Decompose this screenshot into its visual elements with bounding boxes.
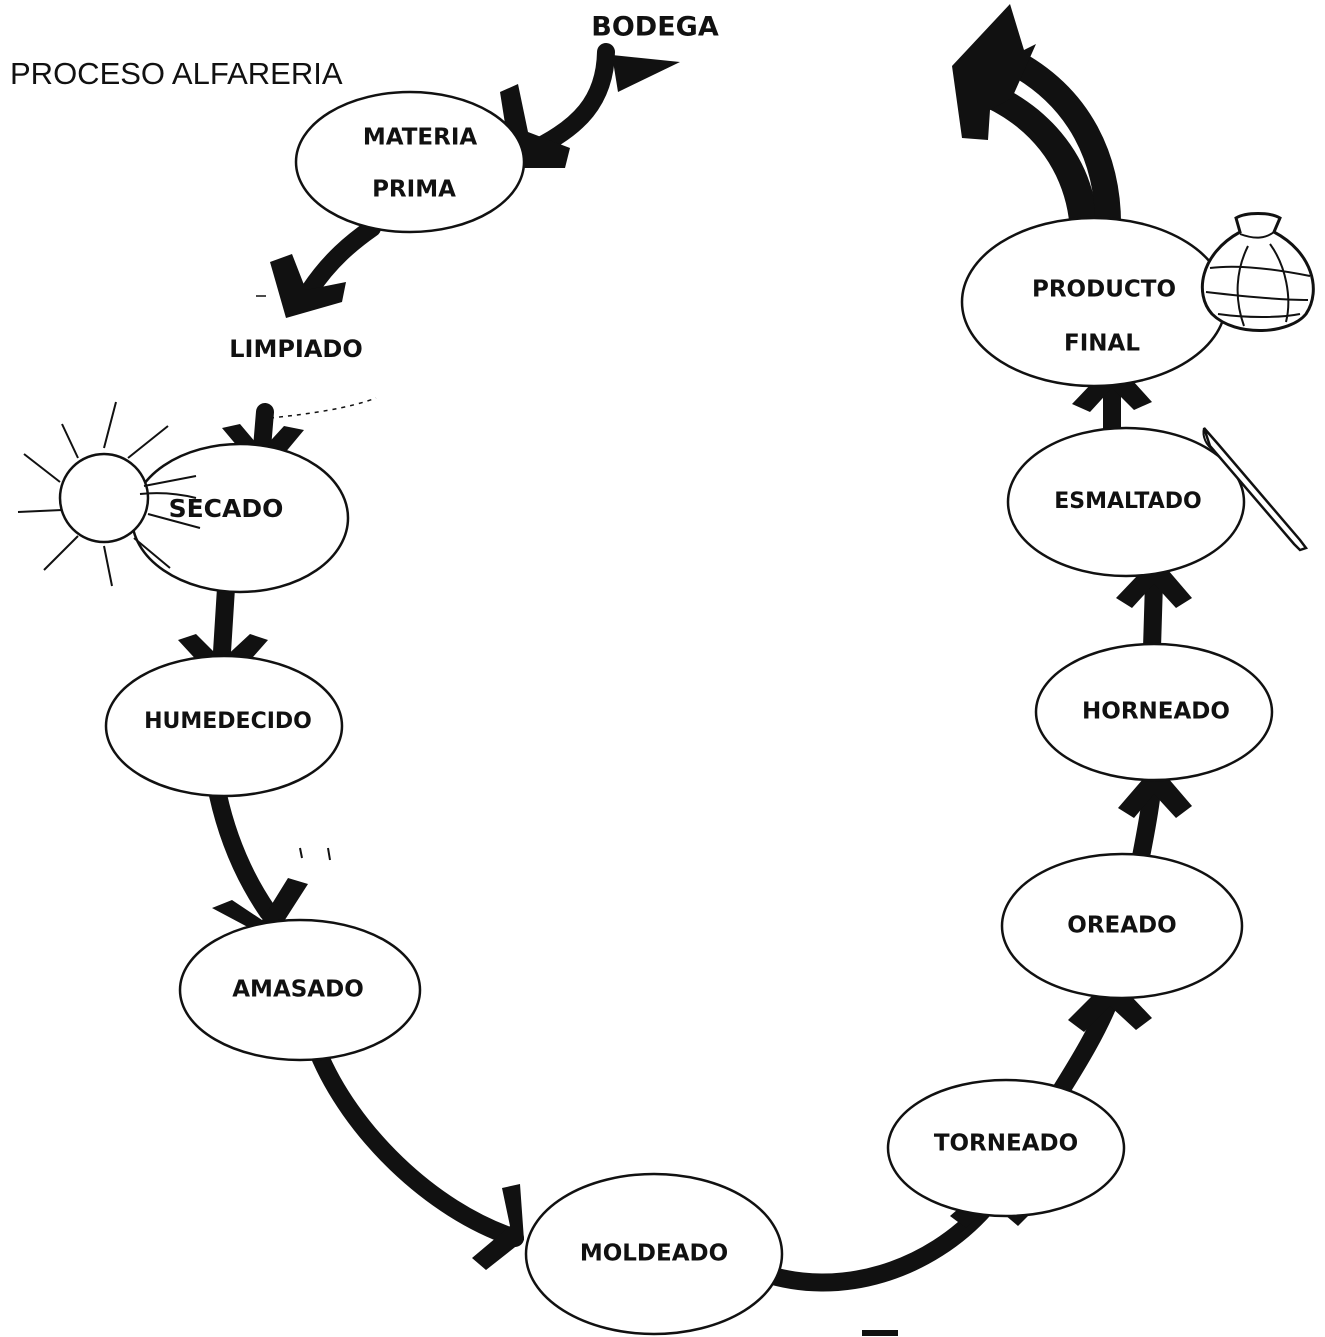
node-secado: SECADO [130, 442, 350, 594]
node-esmaltado-label: ESMALTADO [1054, 489, 1201, 514]
node-esmaltado: ESMALTADO [1006, 426, 1246, 578]
sketch-marks [299, 847, 331, 861]
sun-icon [17, 401, 201, 587]
node-producto-final: PRODUCTO FINAL [960, 216, 1228, 388]
arrow-humedecido-to-amasado [209, 786, 308, 940]
node-moldeado-label: MOLDEADO [580, 1241, 728, 1267]
node-horneado: HORNEADO [1034, 642, 1274, 782]
node-materia-prima-label-line2: PRIMA [372, 177, 456, 203]
node-amasado: AMASADO [178, 918, 422, 1062]
node-amasado-label: AMASADO [232, 977, 364, 1003]
node-limpiado: LIMPIADO [229, 295, 377, 419]
node-torneado: TORNEADO [886, 1078, 1126, 1218]
source-label-bodega: BODEGA [591, 12, 719, 43]
arrow-torneado-to-oreado [1051, 976, 1152, 1101]
pot-icon [1200, 212, 1315, 332]
node-secado-label: SECADO [169, 494, 284, 523]
node-oreado: OREADO [1000, 852, 1244, 1000]
arrow-bodega-to-materia-prima [500, 43, 680, 168]
node-horneado-label: HORNEADO [1082, 699, 1230, 725]
arrow-amasado-to-moldeado [309, 1043, 524, 1270]
arrow-producto-final-exit [952, 4, 1122, 233]
node-producto-final-label-line2: FINAL [1064, 331, 1140, 357]
arrow-horneado-to-esmaltado [1116, 556, 1192, 657]
node-humedecido-label: HUMEDECIDO [144, 709, 312, 734]
node-materia-prima: MATERIA PRIMA [294, 90, 526, 234]
node-humedecido: HUMEDECIDO [104, 654, 344, 798]
node-materia-prima-label-line1: MATERIA [363, 125, 478, 151]
stray-mark [862, 1330, 898, 1336]
node-moldeado: MOLDEADO [524, 1172, 784, 1336]
node-oreado-label: OREADO [1067, 913, 1176, 939]
node-limpiado-label: LIMPIADO [229, 335, 363, 363]
node-torneado-label: TORNEADO [934, 1131, 1078, 1157]
brush-icon [1202, 427, 1309, 552]
arrow-materia-prima-to-limpiado [270, 219, 381, 318]
diagram-title: PROCESO ALFARERIA [10, 56, 343, 91]
node-producto-final-label-line1: PRODUCTO [1032, 277, 1176, 303]
